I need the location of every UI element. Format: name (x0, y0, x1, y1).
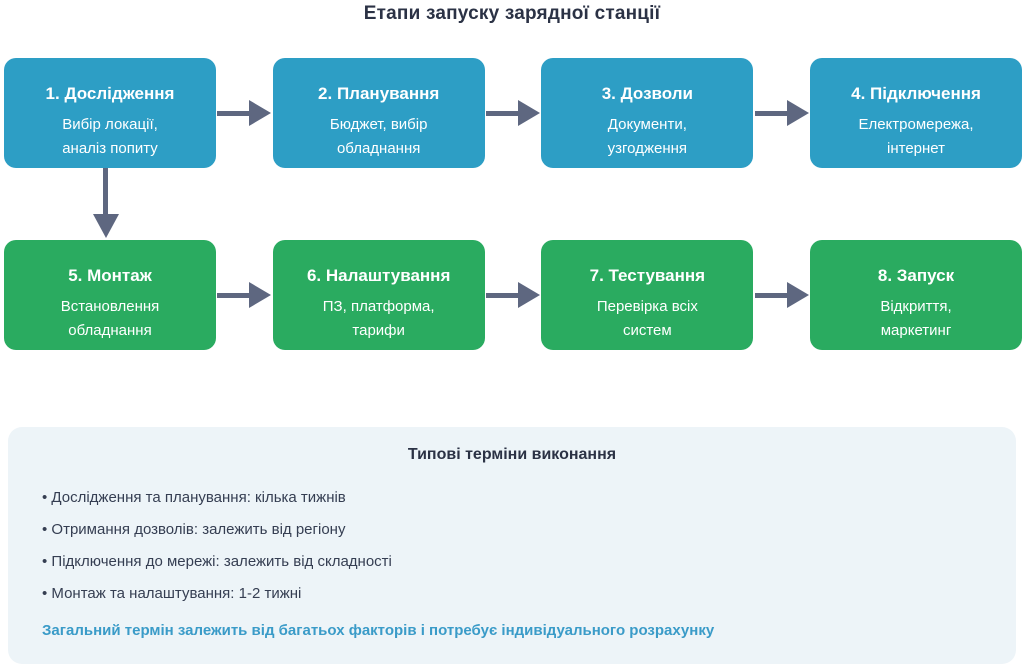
stage-subtitle: Документи, узгодження (607, 116, 688, 157)
page-title: Етапи запуску зарядної станції (363, 3, 661, 24)
stage-box-2: 2. Планування Бюджет, вибір обладнання (272, 58, 485, 168)
stage-box-5: 5. Монтаж Встановлення обладнання (4, 240, 216, 350)
stage-subtitle: Електромережа, інтернет (858, 116, 974, 157)
stage-title: 4. Підключення (851, 84, 981, 103)
arrow-down-icon (93, 168, 119, 238)
arrow-right-icon (753, 58, 810, 168)
arrow-right-icon (485, 58, 542, 168)
timeline-bullet: Дослідження та планування: кілька тижнів (42, 489, 982, 507)
timeline-panel: Типові терміни виконання Дослідження та … (8, 427, 1016, 664)
stage-subtitle: Бюджет, вибір обладнання (329, 116, 428, 157)
stage-subtitle: ПЗ, платформа, тарифи (322, 298, 435, 339)
arrow-right-icon (753, 240, 810, 350)
stage-box-7: 7. Тестування Перевірка всіх систем (541, 240, 754, 350)
flow-row-bottom: 5. Монтаж Встановлення обладнання 6. Нал… (4, 240, 1023, 350)
stage-title: 7. Тестування (589, 266, 706, 285)
timeline-panel-title: Типові терміни виконання (407, 446, 617, 463)
stage-subtitle: Відкриття, маркетинг (880, 298, 952, 339)
stage-box-8: 8. Запуск Відкриття, маркетинг (810, 240, 1023, 350)
timeline-bullet: Отримання дозволів: залежить від регіону (42, 521, 982, 539)
stage-subtitle: Перевірка всіх систем (596, 298, 698, 339)
timeline-bullet: Монтаж та налаштування: 1-2 тижні (42, 585, 982, 603)
arrow-right-icon (216, 240, 273, 350)
stage-box-4: 4. Підключення Електромережа, інтернет (810, 58, 1023, 168)
stage-box-1: 1. Дослідження Вибір локації, аналіз поп… (4, 58, 216, 168)
stage-title: 3. Дозволи (601, 84, 693, 103)
arrow-right-icon (485, 240, 542, 350)
stage-box-3: 3. Дозволи Документи, узгодження (541, 58, 754, 168)
arrow-right-icon (216, 58, 273, 168)
stage-title: 6. Налаштування (306, 266, 451, 285)
timeline-note: Загальний термін залежить від багатьох ф… (42, 622, 715, 639)
stage-title: 5. Монтаж (68, 266, 152, 285)
stage-subtitle: Вибір локації, аналіз попиту (62, 116, 158, 157)
stage-title: 1. Дослідження (45, 84, 175, 103)
stage-box-6: 6. Налаштування ПЗ, платформа, тарифи (272, 240, 485, 350)
timeline-bullet: Підключення до мережі: залежить від скла… (42, 553, 982, 571)
stage-title: 2. Планування (318, 84, 440, 103)
timeline-bullet-list: Дослідження та планування: кілька тижнів… (42, 489, 982, 603)
flow-row-top: 1. Дослідження Вибір локації, аналіз поп… (4, 58, 1023, 168)
stage-subtitle: Встановлення обладнання (60, 298, 160, 339)
stage-title: 8. Запуск (877, 266, 955, 285)
